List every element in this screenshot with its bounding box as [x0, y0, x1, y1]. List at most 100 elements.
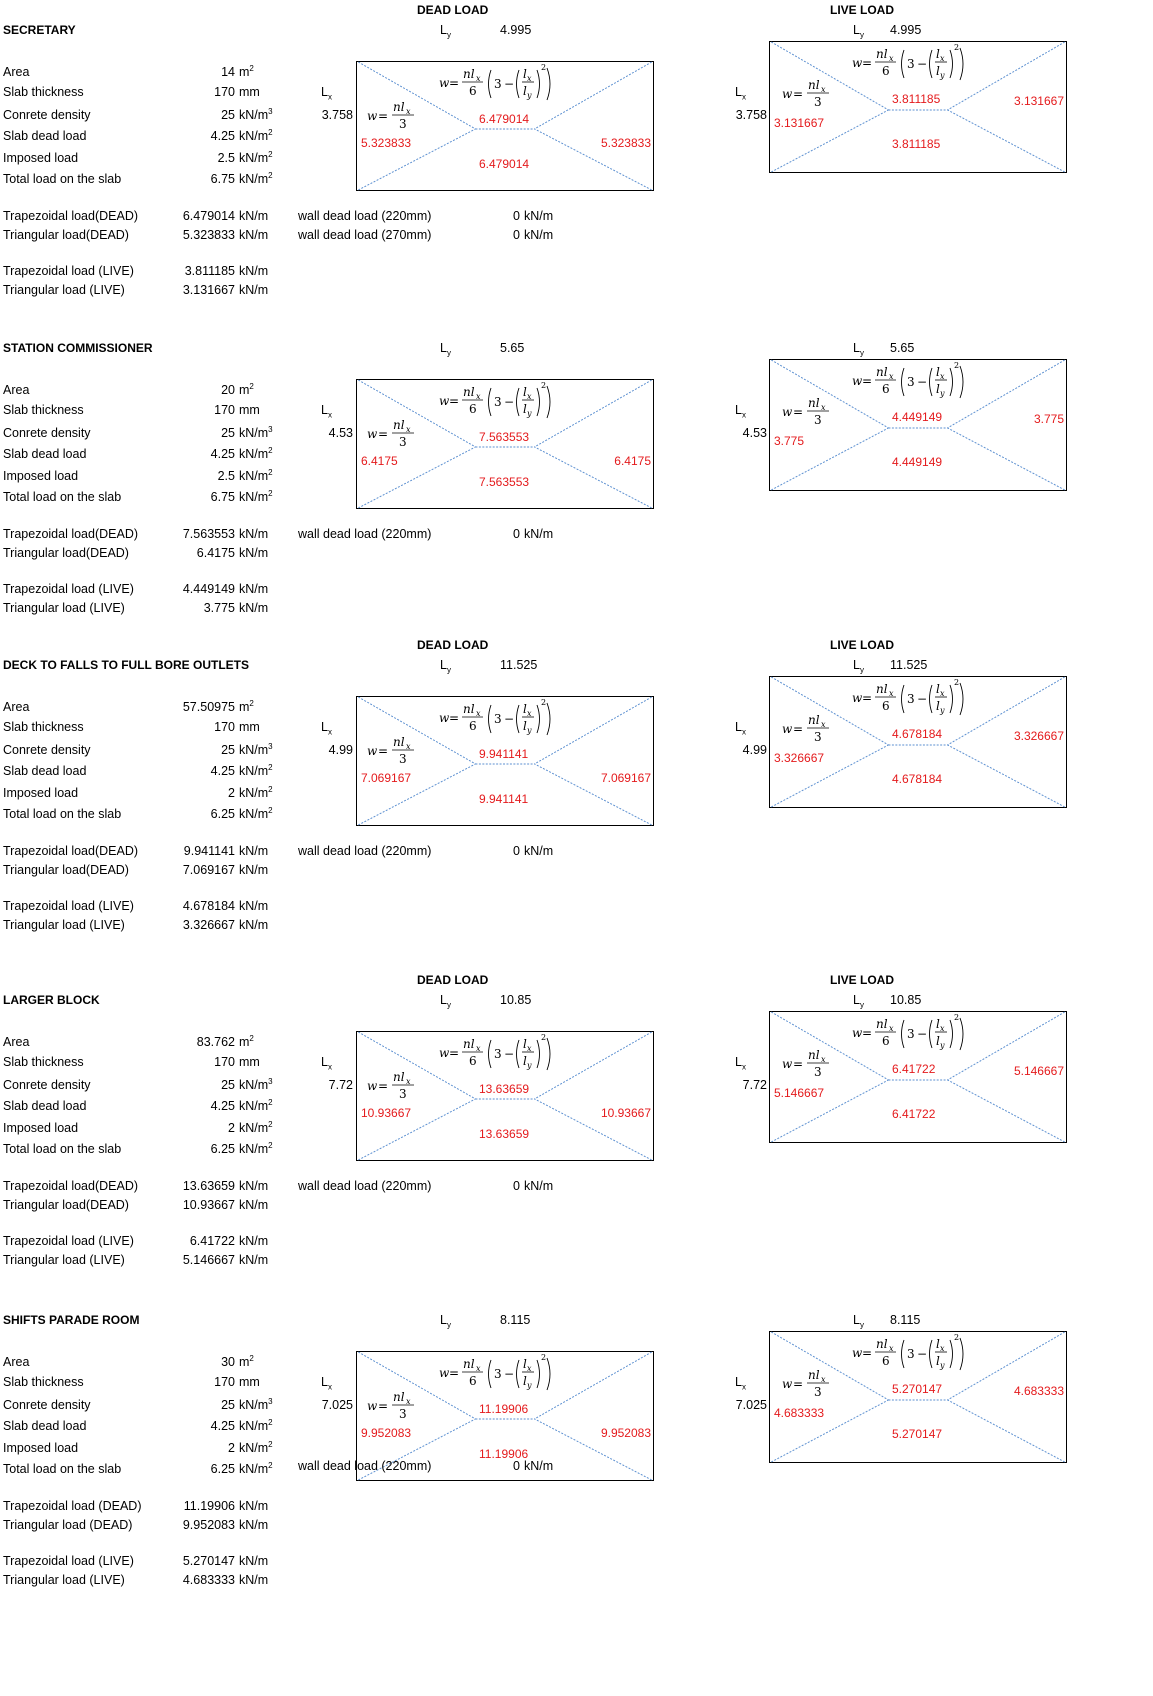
- section-2-live-ly-symbol: Ly: [853, 341, 864, 361]
- svg-text:w: w: [852, 374, 863, 388]
- triangular-value-left: 6.4175: [361, 454, 398, 468]
- svg-text:=: =: [378, 109, 388, 123]
- triangular-value-right: 3.775: [1033, 412, 1064, 426]
- svg-text:3: 3: [494, 712, 502, 726]
- section-4-live-lx-symbol-subscript: x: [741, 1062, 746, 1072]
- section-2-row-label-1: Slab thickness: [3, 403, 84, 417]
- svg-text:=: =: [793, 1057, 803, 1071]
- section-4-dead-lx-symbol-subscript: x: [327, 1062, 332, 1072]
- section-1-row-label-3: Slab dead load: [3, 129, 87, 143]
- section-1-tri-dead-value: 5.323833: [182, 228, 235, 242]
- section-5-live-ly-value: 8.115: [890, 1313, 921, 1327]
- section-3-live-ly-symbol-subscript: y: [859, 665, 864, 675]
- section-4-live-ly-symbol-letter: L: [853, 993, 860, 1007]
- section-3-row-label-1: Slab thickness: [3, 720, 84, 734]
- section-1-tri-live-unit: kN/m: [239, 283, 269, 297]
- section-2-row-label-2: Conrete density: [3, 426, 91, 440]
- section-4-trap-live-label: Trapezoidal load (LIVE): [3, 1234, 134, 1248]
- section-2-live-ly-value: 5.65: [890, 341, 915, 355]
- trapezoidal-value-bottom: 4.678184: [892, 772, 943, 786]
- section-1-row-value-4: 2.5: [217, 151, 235, 165]
- svg-text:x: x: [821, 85, 826, 94]
- section-4-tri-dead-label: Triangular load(DEAD): [3, 1198, 129, 1212]
- svg-text:l: l: [936, 382, 940, 396]
- section-4-trap-dead-unit: kN/m: [239, 1179, 269, 1193]
- svg-text:w: w: [782, 1377, 793, 1391]
- section-4-live-load-heading: LIVE LOAD: [830, 973, 895, 987]
- svg-text:l: l: [523, 1037, 527, 1051]
- section-1-row-value-3: 4.25: [210, 129, 235, 143]
- section-5-row-unit-4-text: kN/m: [239, 1441, 269, 1455]
- section-2-live-ly-symbol-subscript: y: [859, 348, 864, 358]
- section-5-live-lx-symbol-letter: L: [735, 1375, 742, 1389]
- section-2-row-unit-4: kN/m2: [239, 467, 273, 483]
- section-5-trap-live-unit: kN/m: [239, 1554, 269, 1568]
- svg-text:w: w: [367, 1399, 378, 1413]
- svg-text:nl: nl: [876, 365, 888, 379]
- section-1-dead-lx-symbol-subscript: x: [327, 92, 332, 102]
- svg-text:3: 3: [907, 1347, 915, 1361]
- trapezoidal-value-bottom: 13.63659: [479, 1127, 530, 1141]
- svg-text:6: 6: [469, 84, 477, 98]
- section-3-dead-ly-symbol: Ly: [440, 658, 451, 678]
- section-4-row-value-2: 25: [221, 1078, 235, 1092]
- section-5-row-label-1: Slab thickness: [3, 1375, 84, 1389]
- section-1-dead-ly-symbol-subscript: y: [446, 30, 451, 40]
- section-5-dead-ly-symbol-subscript: y: [446, 1320, 451, 1330]
- svg-text:l: l: [523, 402, 527, 416]
- section-4-row-unit-0-text: m: [239, 1035, 250, 1049]
- section-4-trap-live-unit: kN/m: [239, 1234, 269, 1248]
- svg-text:nl: nl: [876, 47, 888, 61]
- section-4-live-lx-symbol: Lx: [735, 1055, 746, 1075]
- section-4-row-value-3: 4.25: [210, 1099, 235, 1113]
- section-5-tri-dead-value: 9.952083: [182, 1518, 235, 1532]
- section-5-row-value-1: 170: [214, 1375, 235, 1389]
- trapezoidal-value-top: 6.41722: [892, 1062, 936, 1076]
- section-1-trap-dead-value: 6.479014: [182, 209, 235, 223]
- svg-text:w: w: [367, 427, 378, 441]
- section-2-live-lx-symbol-letter: L: [735, 403, 742, 417]
- section-2-tri-dead-value: 6.4175: [196, 546, 235, 560]
- trapezoidal-value-top: 7.563553: [479, 430, 530, 444]
- section-2-row-unit-5: kN/m2: [239, 488, 273, 504]
- section-1-trap-live-value: 3.811185: [184, 264, 235, 278]
- section-5-tri-dead-label: Triangular load (DEAD): [3, 1518, 133, 1532]
- section-2-tri-dead-unit: kN/m: [239, 546, 269, 560]
- svg-text:x: x: [889, 1024, 894, 1033]
- svg-text:x: x: [527, 392, 532, 401]
- section-5-row-value-5: 6.25: [210, 1462, 235, 1476]
- section-1-dead-ly-symbol: Ly: [440, 23, 451, 43]
- svg-text:w: w: [439, 1046, 450, 1060]
- svg-text:nl: nl: [393, 418, 405, 432]
- section-2-live-ly-symbol-letter: L: [853, 341, 860, 355]
- svg-text:3: 3: [399, 752, 407, 766]
- section-3-trap-dead-label: Trapezoidal load(DEAD): [3, 844, 139, 858]
- section-4-row-label-0: Area: [3, 1035, 30, 1049]
- section-3-row-label-5: Total load on the slab: [3, 807, 122, 821]
- svg-text:x: x: [821, 720, 826, 729]
- section-2-row-value-2: 25: [221, 426, 235, 440]
- svg-text:w: w: [852, 1026, 863, 1040]
- svg-text:=: =: [449, 76, 459, 90]
- section-2-row-unit-5-text: kN/m: [239, 490, 269, 504]
- section-3-live-load-heading: LIVE LOAD: [830, 638, 895, 652]
- svg-text:l: l: [936, 1034, 940, 1048]
- section-3-row-value-1: 170: [214, 720, 235, 734]
- svg-text:nl: nl: [463, 1357, 475, 1371]
- section-1-row-unit-3: kN/m2: [239, 127, 273, 143]
- triangular-value-right: 5.323833: [600, 136, 651, 150]
- svg-text:3: 3: [494, 1047, 502, 1061]
- yield-line-diagonals: [771, 676, 1065, 808]
- section-5-row-unit-1: mm: [239, 1375, 260, 1390]
- svg-text:3: 3: [399, 435, 407, 449]
- section-3-live-ly-symbol: Ly: [853, 658, 864, 678]
- section-3-tri-live-value: 3.326667: [182, 918, 235, 932]
- svg-text:nl: nl: [463, 385, 475, 399]
- section-1-trap-live-unit: kN/m: [239, 264, 269, 278]
- svg-text:=: =: [793, 1377, 803, 1391]
- section-5-live-ly-symbol-subscript: y: [859, 1320, 864, 1330]
- svg-text:6: 6: [882, 382, 890, 396]
- section-4-trap-dead-value: 13.63659: [182, 1179, 235, 1193]
